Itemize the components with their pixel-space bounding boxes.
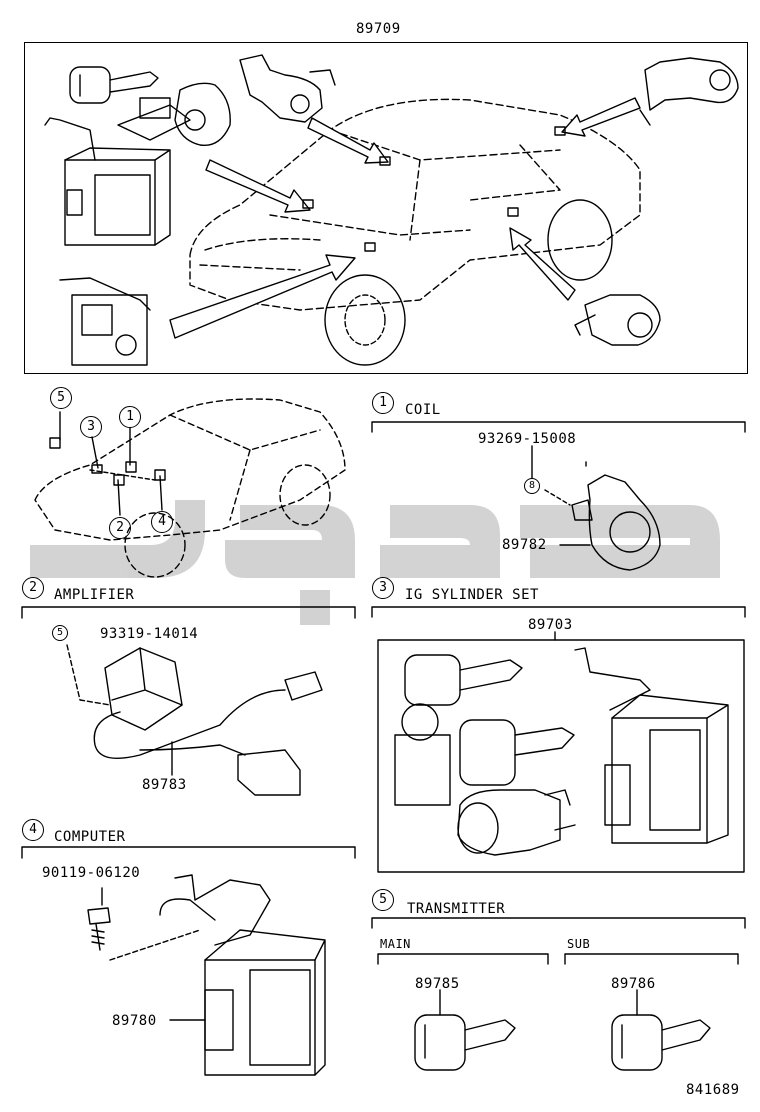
locator-callout-3: 3	[80, 416, 102, 438]
coil-bolt-callout: 8	[524, 478, 540, 494]
overview-frame	[24, 42, 748, 374]
transmitter-sub-brackets	[377, 953, 739, 965]
coil-section-title: COIL	[405, 402, 441, 418]
ig-part-number: 89703	[528, 617, 573, 633]
amplifier-part-number: 89783	[142, 777, 187, 793]
transmitter-sub-key	[611, 1014, 711, 1071]
car-overview-drawing	[189, 98, 641, 311]
top-computer-module	[44, 117, 171, 246]
coil-bolt-part-number: 93269-15008	[478, 431, 577, 447]
transmitter-main-part-number: 89785	[415, 976, 460, 992]
ig-section-index: 3	[372, 577, 394, 599]
locator-leaders	[59, 411, 163, 516]
top-key	[69, 66, 159, 104]
diagram-footer-code: 841689	[686, 1082, 740, 1098]
amplifier-header-bracket	[21, 606, 356, 619]
computer-section-title: COMPUTER	[54, 829, 126, 845]
ig-key-1	[394, 654, 523, 806]
transmitter-sub-part-number: 89786	[611, 976, 656, 992]
coil-header-bracket	[371, 421, 746, 433]
amplifier-section-index: 2	[22, 577, 44, 599]
transmitter-sub-label: SUB	[567, 937, 591, 951]
coil-drawing	[544, 461, 661, 571]
computer-bolt	[87, 887, 201, 961]
pointer-arrows	[169, 97, 641, 339]
ig-header-bracket	[371, 606, 746, 618]
amplifier-drawing	[66, 644, 323, 796]
computer-bolt-part-number: 90119-06120	[42, 865, 141, 881]
locator-callout-4: 4	[151, 511, 173, 533]
locator-callout-1: 1	[119, 406, 141, 428]
locator-callout-5: 5	[50, 387, 72, 409]
amplifier-screw-part-number: 93319-14014	[100, 626, 199, 642]
transmitter-section-title: TRANSMITTER	[407, 901, 506, 917]
ig-cylinder-frame	[377, 639, 745, 873]
coil-part-number: 89782	[502, 537, 547, 553]
top-door-lock	[239, 54, 336, 123]
computer-drawing	[159, 874, 326, 1076]
ig-lock-cylinder	[457, 789, 576, 856]
computer-part-number: 89780	[112, 1013, 157, 1029]
locator-car-drawing	[34, 398, 346, 578]
amplifier-section-title: AMPLIFIER	[54, 587, 135, 603]
computer-header-bracket	[21, 846, 356, 859]
ig-key-2	[459, 719, 575, 786]
ig-computer	[574, 647, 729, 844]
transmitter-main-label: MAIN	[380, 937, 411, 951]
transmitter-section-index: 5	[372, 889, 394, 911]
coil-section-index: 1	[372, 392, 394, 414]
top-amplifier	[59, 277, 151, 366]
top-door-lock-2	[574, 294, 661, 346]
locator-callout-2: 2	[109, 517, 131, 539]
amplifier-screw-callout: 5	[52, 625, 68, 641]
computer-section-index: 4	[22, 819, 44, 841]
top-part-number: 89709	[356, 21, 401, 37]
top-trunk-lock	[639, 57, 739, 126]
car-wheels	[324, 199, 613, 366]
transmitter-header-bracket	[371, 917, 746, 929]
top-ignition-lock	[117, 82, 231, 147]
transmitter-main-key	[414, 1014, 516, 1071]
ig-section-title: IG SYLINDER SET	[405, 587, 539, 603]
